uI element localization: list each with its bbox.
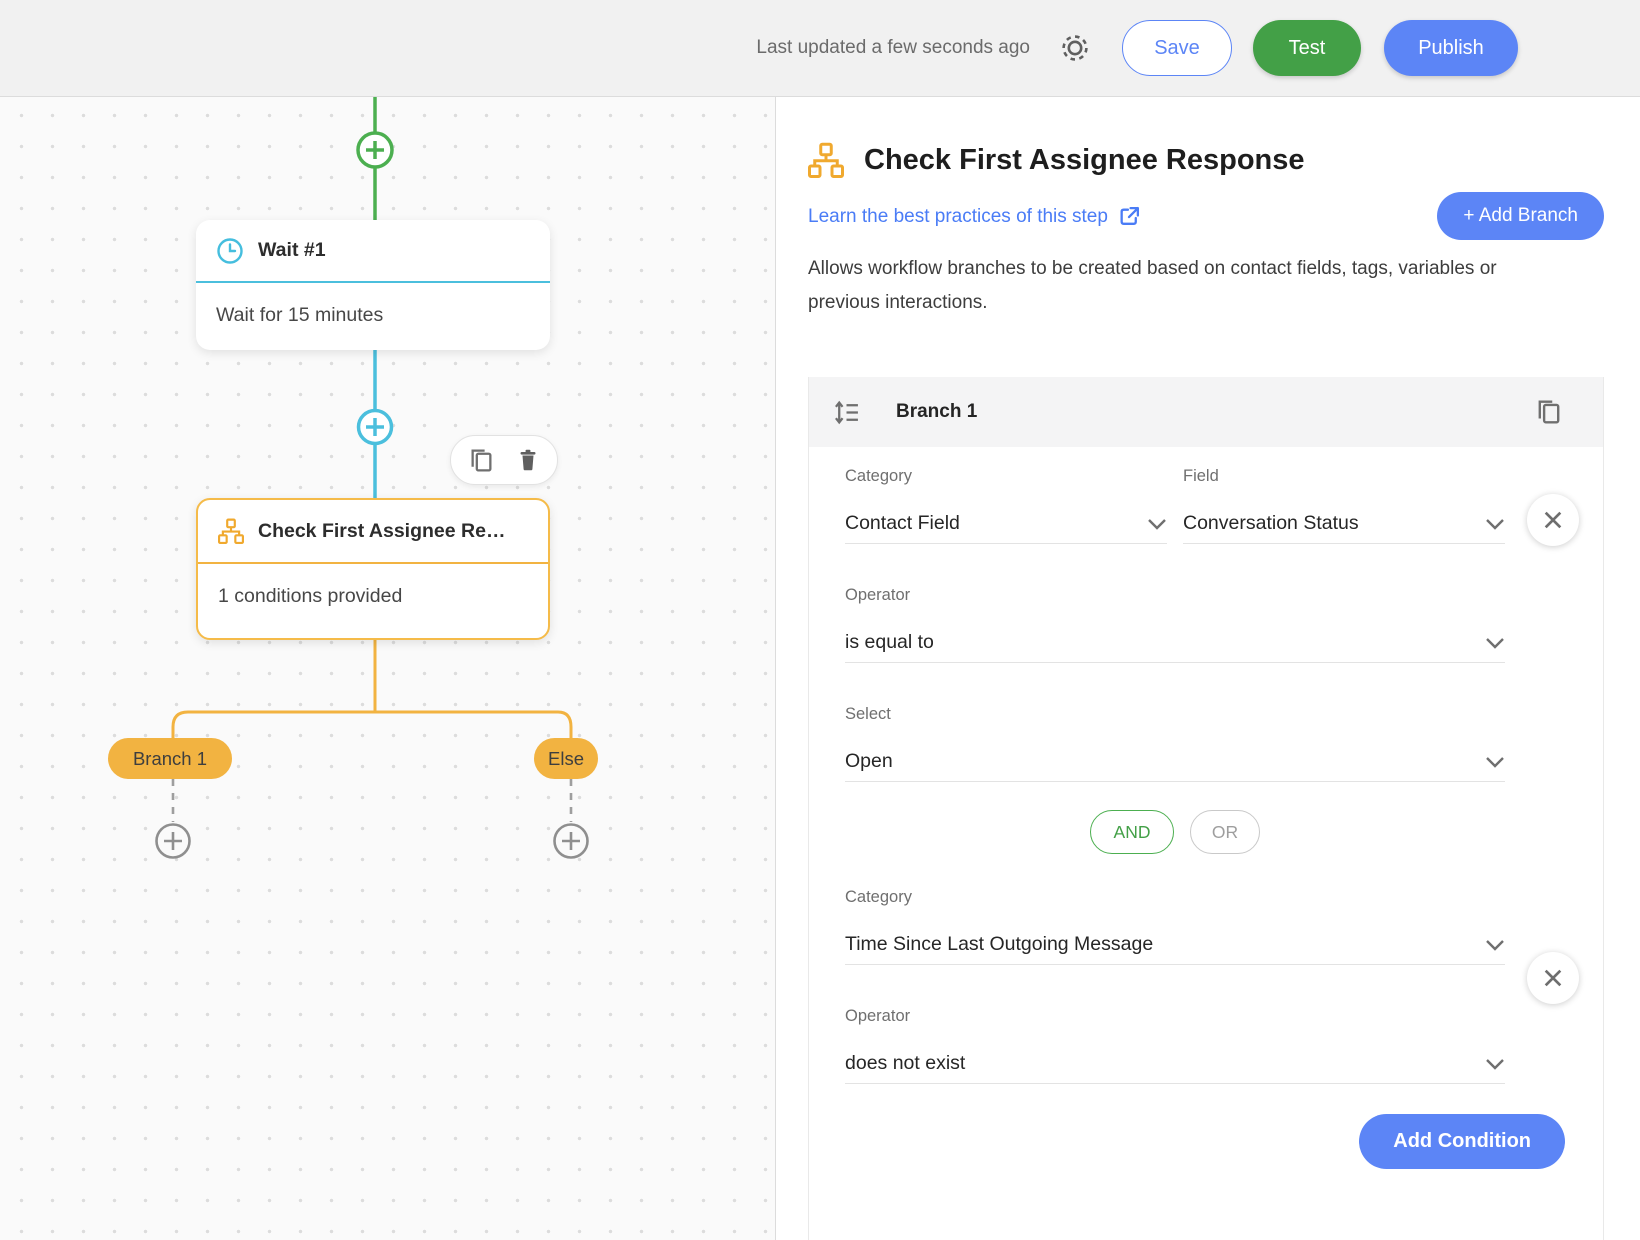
field-select[interactable]: Conversation Status xyxy=(1183,512,1505,544)
branch-node-summary: 1 conditions provided xyxy=(218,584,403,607)
chevron-down-icon xyxy=(1486,637,1504,649)
chevron-down-icon xyxy=(1486,518,1504,530)
operator-select[interactable]: is equal to xyxy=(845,631,1505,663)
last-updated-status: Last updated a few seconds ago xyxy=(756,37,1030,58)
workflow-connectors xyxy=(155,97,589,859)
branch-step-node[interactable]: Check First Assignee Re… 1 conditions pr… xyxy=(196,498,550,640)
branch-card-header: Branch 1 xyxy=(809,377,1603,447)
remove-condition-2-button[interactable] xyxy=(1527,952,1579,1004)
add-step-plus-gray-right xyxy=(553,823,589,859)
delete-node-button[interactable] xyxy=(516,448,540,472)
sitemap-icon xyxy=(218,518,244,544)
and-toggle-button[interactable]: AND xyxy=(1090,810,1174,854)
sitemap-icon xyxy=(808,142,844,178)
branch-card-body: Category Field Contact Field Conversatio… xyxy=(809,447,1603,1189)
wait-node-summary: Wait for 15 minutes xyxy=(216,303,384,326)
branch-node-title: Check First Assignee Re… xyxy=(258,519,506,542)
branch-node-header: Check First Assignee Re… xyxy=(198,500,548,564)
reorder-handle[interactable] xyxy=(833,399,860,426)
top-toolbar: Last updated a few seconds ago Save Test… xyxy=(0,0,1640,97)
add-condition-button[interactable]: Add Condition xyxy=(1359,1114,1565,1169)
chevron-down-icon xyxy=(1486,756,1504,768)
condition-1-category-field-row: Contact Field Conversation Status xyxy=(845,512,1505,544)
close-icon xyxy=(1544,511,1562,529)
close-icon xyxy=(1544,969,1562,987)
condition-1-category-field-labels: Category Field xyxy=(845,467,1505,490)
save-button[interactable]: Save xyxy=(1122,20,1232,76)
branch-card-title: Branch 1 xyxy=(896,401,978,422)
category-select-2[interactable]: Time Since Last Outgoing Message xyxy=(845,933,1505,965)
panel-title-row: Check First Assignee Response xyxy=(808,142,1305,178)
else-pill[interactable]: Else xyxy=(534,738,598,779)
trash-icon xyxy=(520,449,535,471)
wait-step-node[interactable]: Wait #1 Wait for 15 minutes xyxy=(196,220,550,350)
gear-icon xyxy=(1062,35,1088,61)
publish-button[interactable]: Publish xyxy=(1384,20,1518,76)
copy-icon xyxy=(471,448,491,472)
wait-node-header: Wait #1 xyxy=(196,220,550,283)
operator-label: Operator xyxy=(845,586,911,604)
external-link-icon xyxy=(1120,206,1139,225)
operator-label: Operator xyxy=(845,1007,911,1025)
add-step-plus-teal xyxy=(356,408,394,446)
chevron-down-icon xyxy=(1486,939,1504,951)
operator-select-2[interactable]: does not exist xyxy=(845,1052,1505,1084)
select-label: Select xyxy=(845,705,891,723)
remove-condition-1-button[interactable] xyxy=(1527,494,1579,546)
category-label: Category xyxy=(845,467,912,485)
test-button[interactable]: Test xyxy=(1253,20,1361,76)
logic-toggle-row: AND OR xyxy=(845,810,1505,854)
branch-1-pill[interactable]: Branch 1 xyxy=(108,738,232,779)
add-step-plus-gray-left xyxy=(155,823,191,859)
settings-gear-button[interactable] xyxy=(1058,31,1092,65)
field-label: Field xyxy=(1183,467,1219,485)
workflow-canvas[interactable]: Wait #1 Wait for 15 minutes xyxy=(0,97,776,1240)
copy-icon xyxy=(1538,400,1560,424)
step-title: Check First Assignee Response xyxy=(864,143,1305,176)
wait-node-title: Wait #1 xyxy=(258,239,326,261)
value-select[interactable]: Open xyxy=(845,750,1505,782)
branch-1-card: Branch 1 Category Field Contact Field xyxy=(808,377,1604,1240)
chevron-down-icon xyxy=(1486,1058,1504,1070)
category-label: Category xyxy=(845,888,912,906)
add-step-plus-green xyxy=(356,131,394,169)
best-practices-link[interactable]: Learn the best practices of this step xyxy=(808,205,1141,228)
reorder-icon xyxy=(835,400,858,424)
add-branch-button[interactable]: + Add Branch xyxy=(1437,192,1604,240)
step-description: Allows workflow branches to be created b… xyxy=(808,258,1497,313)
duplicate-branch-button[interactable] xyxy=(1536,399,1562,425)
clock-icon xyxy=(217,237,243,264)
category-select[interactable]: Contact Field xyxy=(845,512,1167,544)
or-toggle-button[interactable]: OR xyxy=(1190,810,1260,854)
node-actions-pill xyxy=(450,435,558,485)
chevron-down-icon xyxy=(1148,518,1166,530)
duplicate-node-button[interactable] xyxy=(469,448,494,473)
step-config-panel: Check First Assignee Response Learn the … xyxy=(777,97,1640,1240)
